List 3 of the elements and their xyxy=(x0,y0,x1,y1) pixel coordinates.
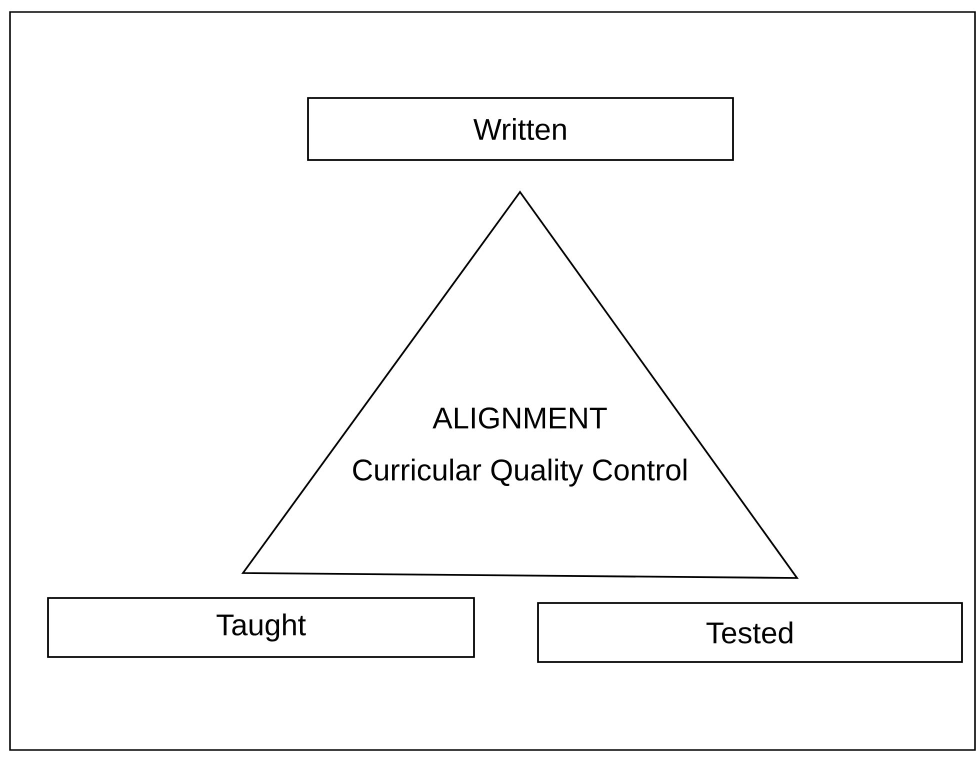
label-box: Taught xyxy=(47,597,475,658)
label-box: Tested xyxy=(537,602,963,663)
label-box: Written xyxy=(307,97,734,161)
